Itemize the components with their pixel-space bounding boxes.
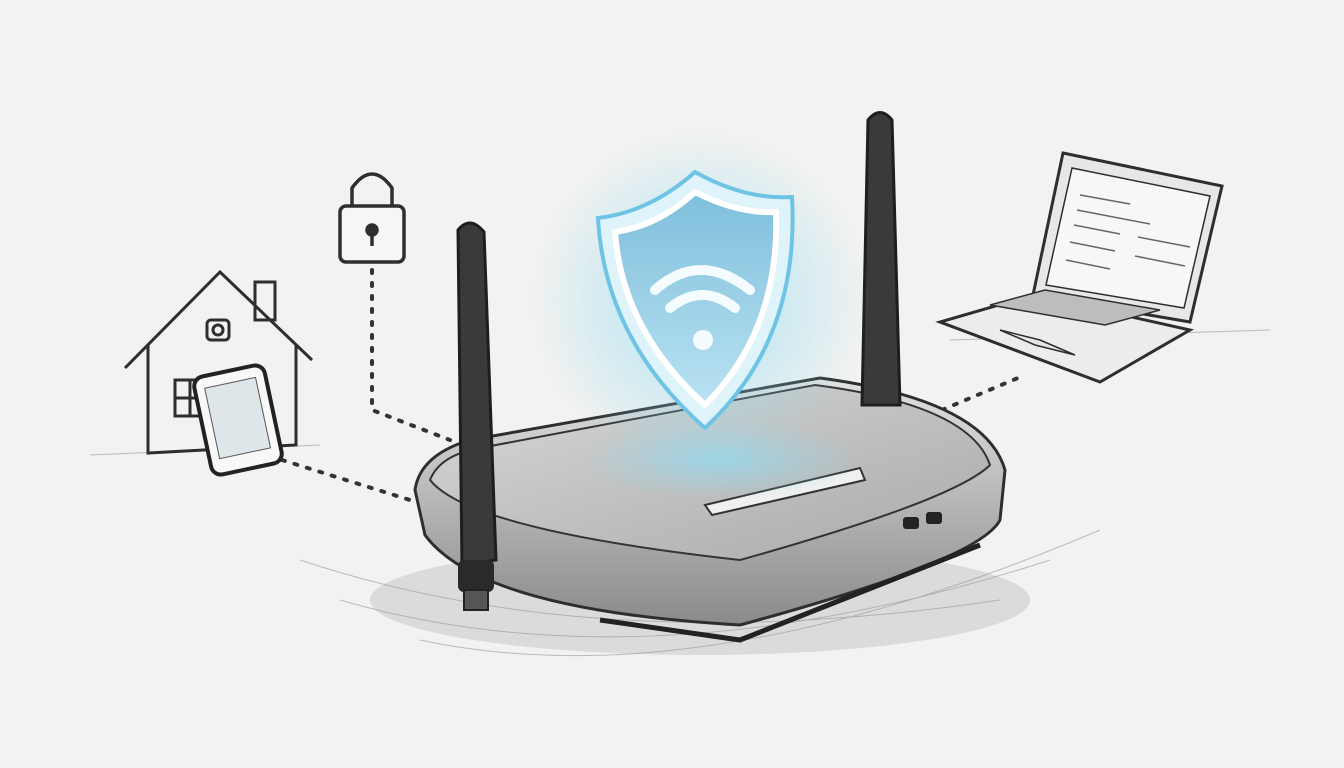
padlock-icon — [338, 172, 406, 264]
shield-wifi-icon — [530, 130, 870, 500]
connection-lines — [280, 268, 1027, 502]
antenna-icon — [860, 111, 902, 407]
phone-icon — [192, 363, 284, 477]
antenna-icon — [456, 221, 498, 611]
laptop-icon — [935, 151, 1224, 384]
house-icon — [123, 269, 314, 455]
